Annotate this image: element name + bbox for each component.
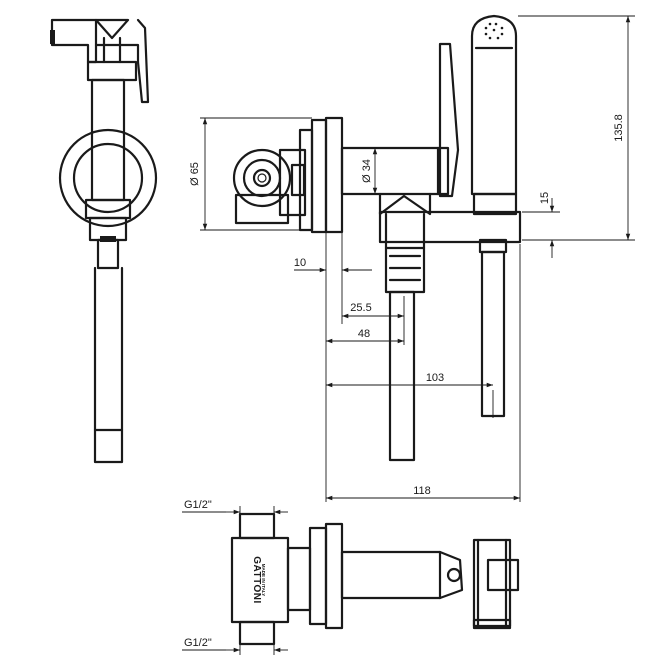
head-holder-top — [472, 538, 520, 630]
connection-top-label: G1/2" — [184, 499, 212, 511]
handle-front — [90, 78, 126, 202]
dim-diameter-65: Ø 65 — [189, 162, 201, 186]
dim-width-103: 103 — [426, 372, 444, 384]
shower-head-side — [470, 14, 518, 216]
embedded-box-top: GATTONI MADE IN ITALY — [230, 512, 344, 646]
hoses-side — [388, 250, 506, 462]
side-view — [232, 14, 522, 462]
dim-width-48: 48 — [358, 328, 370, 340]
dim-width-10: 10 — [294, 257, 306, 269]
wall-flange-side — [298, 116, 344, 234]
valve-body-top — [340, 550, 464, 600]
front-view — [50, 18, 158, 464]
holder-front — [84, 198, 132, 270]
dim-height-15: 15 — [539, 192, 551, 204]
dim-height-135-8: 135.8 — [613, 114, 625, 142]
origin-marking: MADE IN ITALY — [261, 564, 266, 597]
embedded-connector-side — [232, 148, 307, 225]
dim-width-25-5: 25.5 — [350, 302, 371, 314]
dimension-labels: Ø 65 Ø 34 135.8 15 10 25.5 48 103 118 G1… — [184, 114, 625, 649]
wall-rosette — [58, 128, 158, 228]
spray-nozzle-holes — [484, 22, 504, 40]
hose-front — [93, 266, 124, 464]
shower-head-front — [50, 18, 150, 104]
brand-marking: GATTONI — [251, 556, 262, 604]
valve-body-side — [340, 42, 460, 198]
dimension-lines — [182, 15, 635, 655]
top-view: GATTONI MADE IN ITALY — [230, 512, 520, 646]
holder-arm-side — [378, 210, 522, 254]
dim-width-118: 118 — [413, 485, 431, 497]
dim-diameter-34: Ø 34 — [361, 159, 373, 183]
connection-bottom-label: G1/2" — [184, 637, 212, 649]
